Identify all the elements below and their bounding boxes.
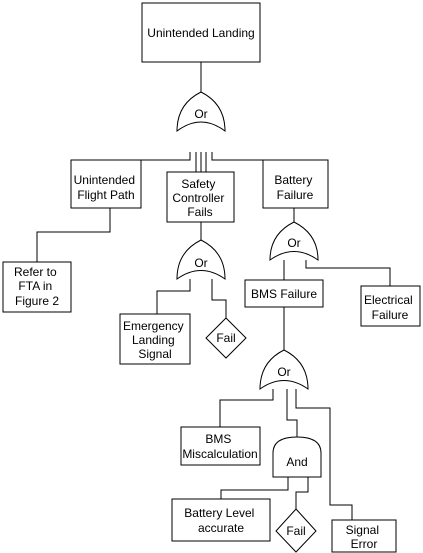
wire-or-to-battery xyxy=(211,152,294,161)
signal-error-box: Signal Error xyxy=(331,519,397,553)
wire-and-to-battery-level xyxy=(220,477,289,499)
electrical-failure-box: Electrical Failure xyxy=(360,285,421,327)
battery-failure-box: Battery Failure xyxy=(262,159,329,209)
battery-level-accurate-label: Battery Level accurate xyxy=(184,506,257,535)
wire-or-to-emergency xyxy=(156,279,191,314)
wire-or-to-fail xyxy=(211,279,227,318)
or-gate-top-label: Or xyxy=(194,107,207,121)
and-gate-bms: And xyxy=(272,436,322,478)
wire-or-to-miscalculation xyxy=(219,389,274,427)
or-gate-top: Or xyxy=(176,91,226,132)
connector-lines xyxy=(36,62,391,520)
or-gate-bms: Or xyxy=(259,349,309,390)
safety-controller-fails-box: Safety Controller Fails xyxy=(166,171,235,223)
emergency-landing-signal-box: Emergency Landing Signal xyxy=(119,313,191,365)
bms-failure-label: BMS Failure xyxy=(251,287,317,301)
wire-or-to-electrical xyxy=(305,260,391,286)
top-event-box: Unintended Landing xyxy=(141,2,261,63)
electrical-failure-label: Electrical Failure xyxy=(364,293,416,322)
wire-and-to-fail xyxy=(295,477,309,509)
wire-or-to-signal-error xyxy=(295,389,353,520)
or-gate-safety: Or xyxy=(176,239,226,280)
or-gate-battery-label: Or xyxy=(287,236,300,250)
wire-or-to-safety-controller xyxy=(195,152,207,172)
or-gate-battery: Or xyxy=(269,221,319,261)
top-event-label: Unintended Landing xyxy=(147,26,254,40)
battery-failure-label: Battery Failure xyxy=(274,173,315,202)
refer-to-fta-box: Refer to FTA in Figure 2 xyxy=(2,261,72,313)
bms-miscalculation-box: BMS Miscalculation xyxy=(180,426,261,466)
fail-diamond-1-label: Fail xyxy=(216,331,235,345)
wire-or-to-and xyxy=(286,389,298,437)
unintended-flight-path-box: Unintended Flight Path xyxy=(70,159,142,209)
or-gate-safety-label: Or xyxy=(194,256,207,270)
and-gate-bms-label: And xyxy=(286,455,307,469)
safety-controller-fails-label: Safety Controller Fails xyxy=(172,177,227,219)
unintended-flight-path-label: Unintended Flight Path xyxy=(74,173,139,202)
battery-level-accurate-box: Battery Level accurate xyxy=(171,498,271,542)
fail-diamond-1: Fail xyxy=(205,317,247,359)
bms-miscalculation-label: BMS Miscalculation xyxy=(182,432,257,461)
emergency-landing-signal-label: Emergency Landing Signal xyxy=(123,319,187,361)
signal-error-label: Signal Error xyxy=(346,523,383,551)
wire-or-to-flight-path xyxy=(110,152,191,161)
fail-diamond-2: Fail xyxy=(275,508,317,553)
bms-failure-box: BMS Failure xyxy=(244,279,324,308)
wire-flight-path-to-refer xyxy=(36,208,111,262)
fail-diamond-2-label: Fail xyxy=(286,524,305,538)
or-gate-bms-label: Or xyxy=(277,365,290,379)
refer-to-fta-label: Refer to FTA in Figure 2 xyxy=(14,265,60,308)
